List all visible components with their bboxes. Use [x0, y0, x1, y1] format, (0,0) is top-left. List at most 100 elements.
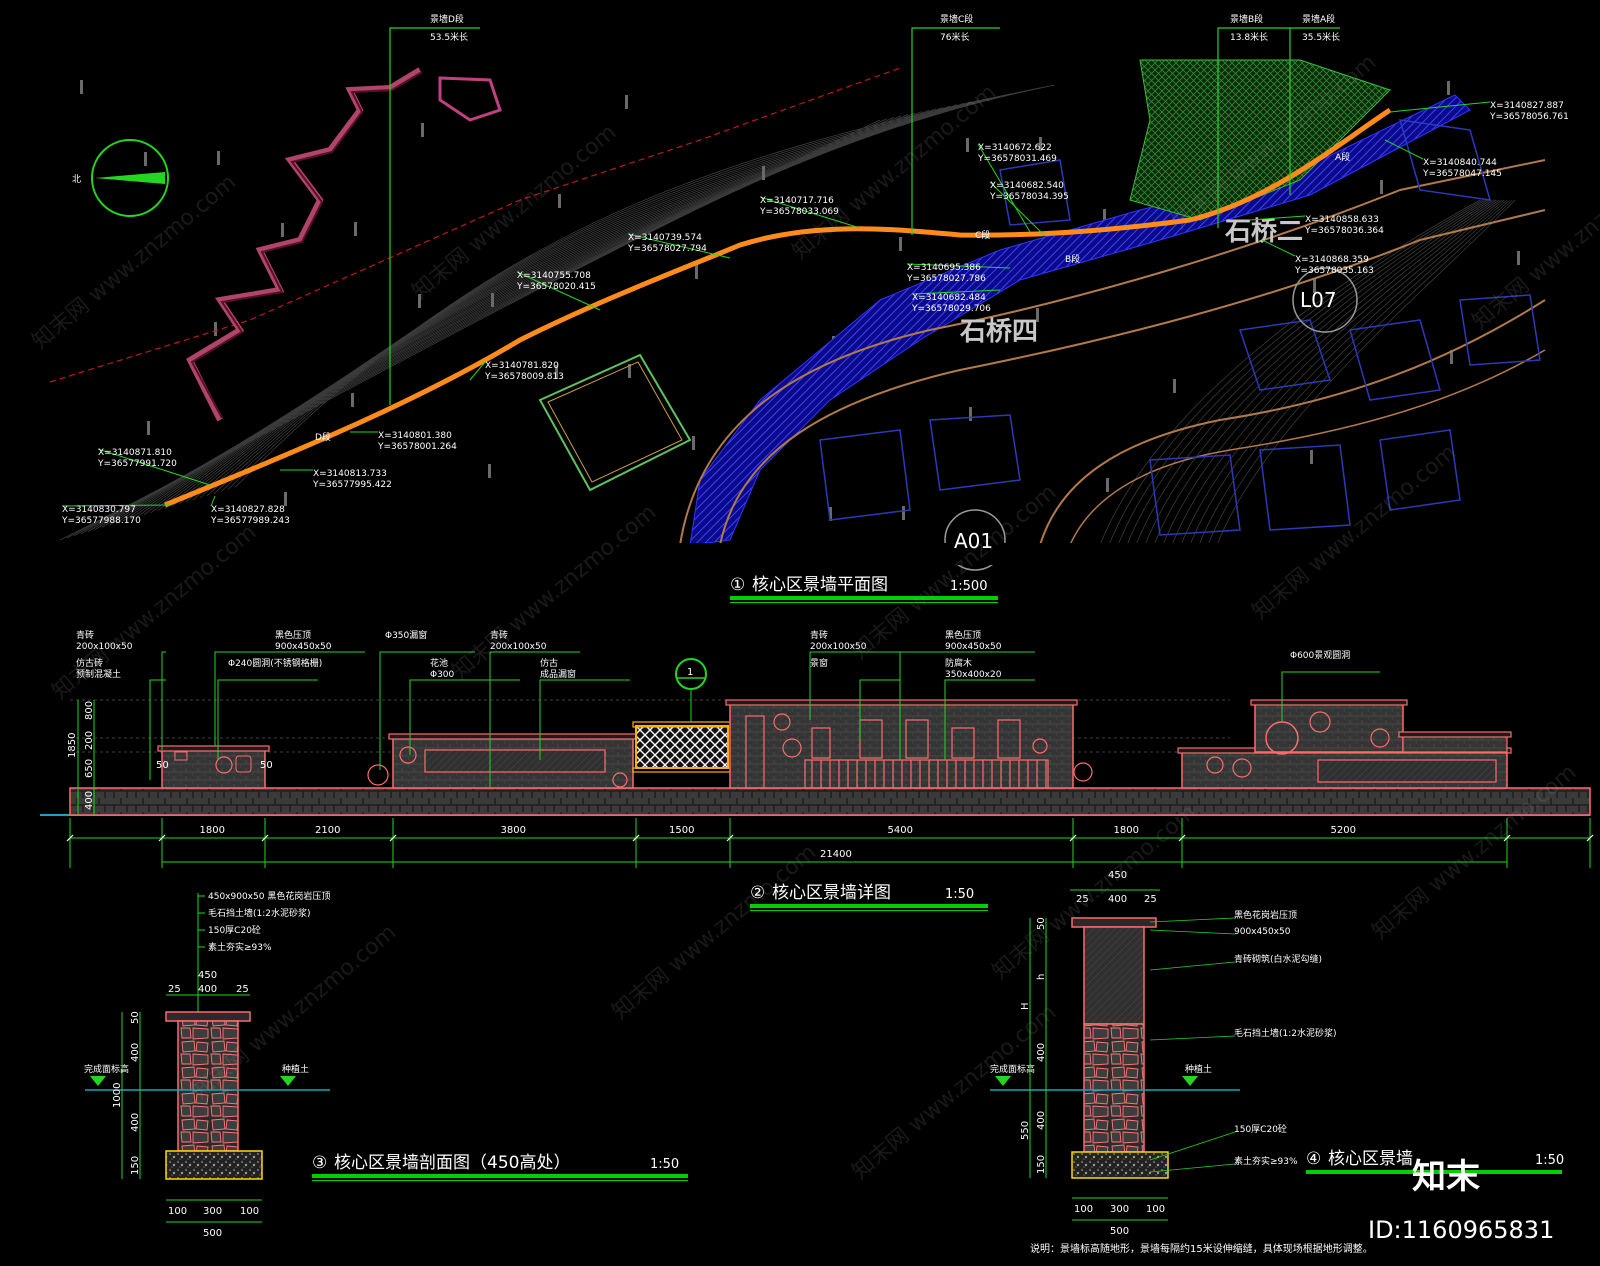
segment-length: 5400 [888, 825, 913, 836]
s3-layer-label: 素土夯实≥93% [208, 941, 272, 953]
coord-x: X=3140840.744 [1423, 158, 1497, 168]
lattice-window [635, 725, 729, 769]
watermark-text: 知末网 www.znzmo.com [848, 1000, 1061, 1185]
s3-top-mid: 400 [198, 984, 217, 995]
note-line2: 成品漏窗 [540, 668, 576, 680]
watermark-text: 知末网 www.znzmo.com [608, 840, 821, 1025]
round-planter-1 [367, 764, 389, 786]
segment-length: 1500 [669, 825, 694, 836]
s4-layer-label: 黑色花岗岩压顶 [1234, 909, 1297, 921]
s4-left-label: 完成面标高 [990, 1063, 1035, 1075]
s4-title-scale: 1:50 [1535, 1153, 1564, 1168]
elevation-title-scale: 1:50 [945, 887, 974, 902]
note-line2: 900x450x50 [275, 642, 332, 652]
coord-x: X=3140695.386 [907, 263, 981, 273]
coordinate-labels: X=3140827.887Y=36578056.761X=3140840.744… [61, 101, 1569, 526]
coord-x: X=3140682.540 [990, 181, 1064, 191]
note-line2: 预制混凝土 [76, 668, 121, 680]
total-length: 21400 [820, 849, 852, 860]
note-leader [379, 651, 475, 770]
note-line1: 青砖 [810, 629, 828, 641]
section-4-layers: 黑色花岗岩压顶900x450x50青砖砌筑(白水泥勾缝)毛石挡土墙(1:2水泥砂… [1149, 909, 1337, 1173]
s4-v-150: 150 [1036, 1155, 1047, 1174]
s3-right-label: 种植土 [282, 1063, 309, 1075]
lot-circle-a01 [944, 509, 1006, 571]
s4-footing [1071, 1151, 1169, 1179]
s4-layer-label: 150厚C20砼 [1234, 1123, 1287, 1135]
wall-route [164, 107, 1392, 508]
s3-title-text: 核心区景墙剖面图（450高处） [334, 1153, 570, 1173]
s3-b-100a: 100 [168, 1206, 187, 1217]
note-leader [944, 679, 1035, 760]
coping-cap [165, 1011, 251, 1022]
coord-y: Y=36578035.163 [1294, 266, 1374, 276]
coord-leader [469, 361, 486, 381]
coord-x: X=3140830.797 [62, 505, 136, 515]
s4-right-label: 种植土 [1185, 1063, 1212, 1075]
s4-layer-label: 素土夯实≥93% [1234, 1155, 1298, 1167]
note-leader [1281, 671, 1380, 722]
concrete-footing [165, 1150, 263, 1180]
s4-b-total: 500 [1110, 1226, 1129, 1237]
callout-c-value: 76米长 [940, 31, 969, 43]
height-dim-650: 650 [84, 759, 95, 778]
s3-layer-label: 150厚C20砼 [208, 924, 261, 936]
planter-pot [215, 756, 233, 774]
s4-title-num: ④ [1306, 1149, 1321, 1169]
wall-section-1 [161, 749, 266, 789]
note-line1: 黑色压顶 [945, 629, 981, 641]
plan-title-text: 核心区景墙平面图 [752, 575, 888, 595]
lattice-panel-2 [1317, 759, 1497, 783]
lot-circle-l07 [1292, 267, 1358, 333]
segment-tag-a: A段 [1335, 151, 1350, 163]
lattice-panel-1 [424, 749, 606, 773]
coord-leader [627, 233, 731, 259]
coord-leader [97, 448, 211, 486]
coord-leader [911, 289, 1001, 295]
callout-d-label: 景墙D段 [430, 13, 464, 25]
coord-x: X=3140755.708 [517, 271, 591, 281]
segment-length: 2100 [315, 825, 340, 836]
segment-length: 1800 [200, 825, 225, 836]
callout-a-label: 景墙A段 [1302, 13, 1335, 25]
coord-y: Y=36577991.720 [97, 459, 177, 469]
hillside-building [438, 76, 502, 122]
coord-leader [1249, 215, 1306, 221]
segment-length: 5200 [1331, 825, 1356, 836]
callout-b-value: 13.8米长 [1230, 31, 1268, 43]
coord-leader [989, 181, 1046, 237]
coord-leader [759, 196, 861, 229]
coord-x: X=3140739.574 [628, 233, 702, 243]
length-dimensions [70, 837, 1590, 863]
note-line2: 200x100x50 [76, 642, 133, 652]
elevation-title: ② 核心区景墙详图 1:50 [750, 883, 988, 911]
coord-y: Y=36578020.415 [516, 282, 596, 292]
s4-v-550: 550 [1020, 1121, 1031, 1140]
coord-y: Y=36578027.794 [627, 244, 707, 254]
watermark-text: 知末网 www.znzmo.com [1248, 440, 1461, 625]
note-line1: Φ350漏窗 [385, 629, 427, 641]
coord-y: Y=36578033.069 [759, 207, 839, 217]
note-leader [409, 679, 520, 755]
courtyard [538, 353, 692, 492]
elevation-title-num: ② [750, 883, 765, 903]
callout-b-label: 景墙B段 [1230, 13, 1263, 25]
watermark-text: 知末网 www.znzmo.com [448, 500, 661, 685]
height-dim-400: 400 [84, 791, 95, 810]
s3-v-400a: 400 [130, 1043, 141, 1062]
s4-layer-label: 青砖砌筑(白水泥勾缝) [1234, 953, 1322, 965]
bridge-label-4: 石桥四 [959, 317, 1038, 347]
section-450-layers: 450x900x50 黑色花岗岩压顶毛石挡土墙(1:2水泥砂浆)150厚C20砼… [198, 890, 330, 953]
s3-top-left: 25 [168, 984, 181, 995]
small-dim-right: 50 [260, 760, 273, 771]
s3-v-1000: 1000 [112, 1083, 123, 1108]
note-line1: 黑色压顶 [275, 629, 311, 641]
watermark-text: 知末网 www.znzmo.com [28, 170, 241, 355]
note-line1: 防腐木 [945, 657, 972, 669]
coord-leader [1389, 101, 1491, 113]
coord-leader [61, 504, 171, 507]
s4-top-right: 25 [1144, 894, 1157, 905]
s3-b-total: 500 [203, 1228, 222, 1239]
coord-x: X=3140717.716 [760, 196, 834, 206]
